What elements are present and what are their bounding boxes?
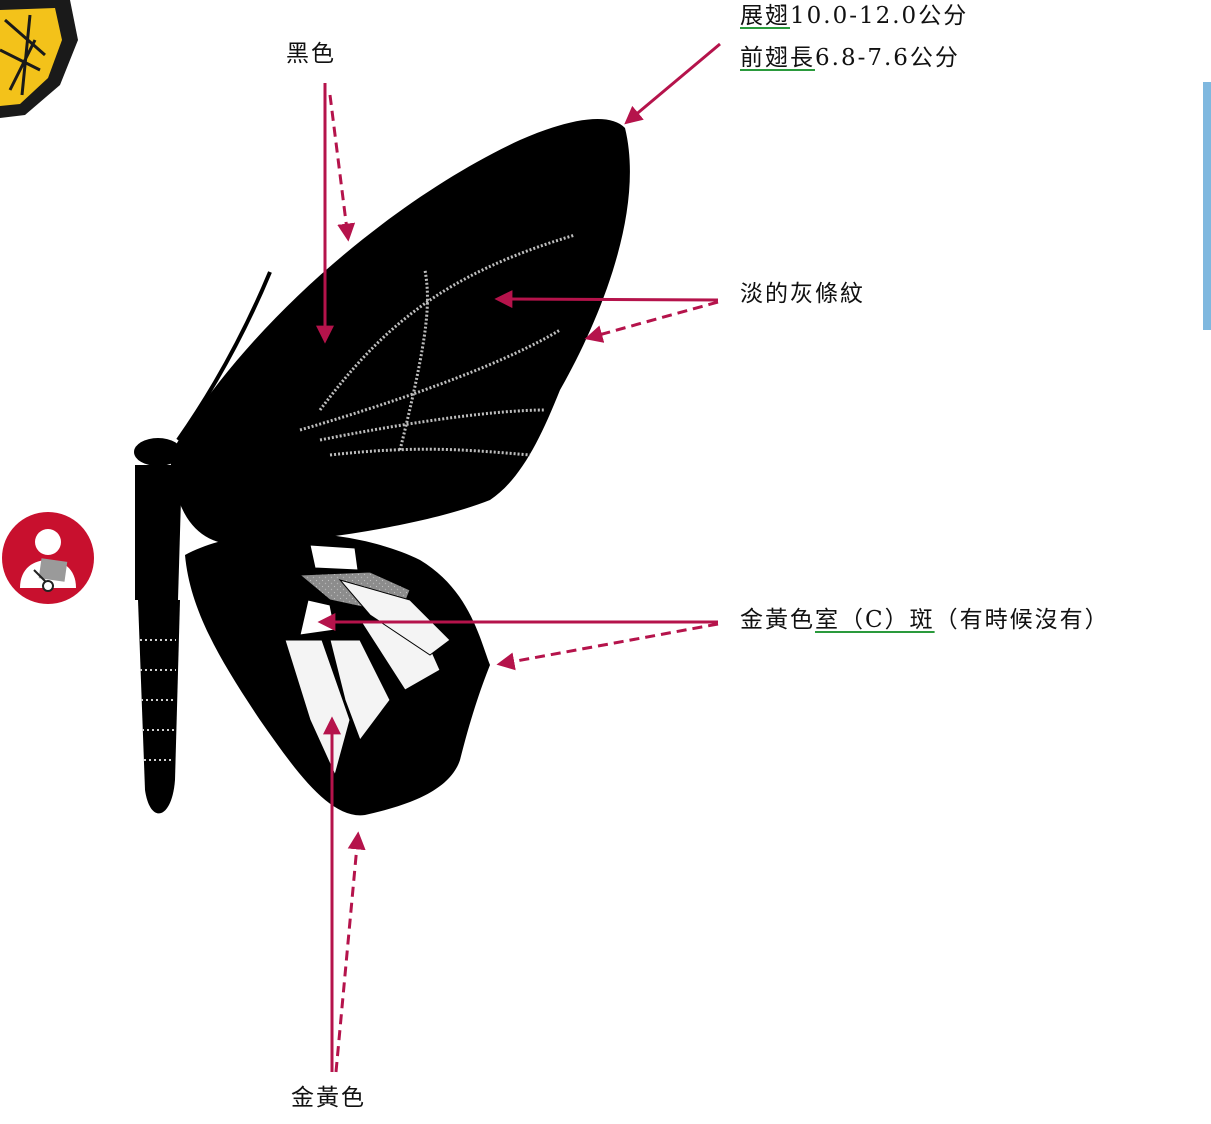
label-golden: 金黃色 [291, 1085, 366, 1111]
butterfly-body [134, 438, 182, 814]
arrow-stripes-dashed [584, 300, 719, 343]
butterfly-wing-corner-icon [0, 0, 78, 118]
accent-tab [1203, 82, 1211, 330]
forewing-value: 6.8-7.6公分 [815, 45, 960, 71]
arrow-stripes-solid [494, 290, 719, 309]
antenna [176, 271, 272, 442]
label-gray-stripes: 淡的灰條紋 [740, 281, 865, 307]
forewing [170, 118, 630, 545]
gray-stripes [299, 233, 576, 457]
label-wingspan: 展翅10.0-12.0公分 [740, 2, 968, 31]
wingspan-term: 展翅 [740, 3, 790, 29]
arrow-golden-dashed [334, 831, 366, 1073]
label-forewing-length: 前翅長6.8-7.6公分 [740, 44, 960, 73]
label-black: 黑色 [286, 41, 336, 67]
forewing-term: 前翅長 [740, 45, 815, 71]
cell-spot-term: 室（C）斑 [815, 607, 935, 633]
cell-spot-prefix: 金黃色 [740, 607, 815, 633]
golden-spots [284, 544, 451, 777]
arrow-cellspot-dashed [496, 622, 719, 671]
label-cell-spot: 金黃色室（C）斑（有時候沒有） [740, 606, 1110, 635]
cell-spot-note: （有時候沒有） [934, 607, 1110, 633]
arrow-black-dashed [328, 94, 356, 242]
reader-badge-icon [2, 512, 94, 604]
arrow-wingspan [624, 42, 721, 125]
wingspan-value: 10.0-12.0公分 [790, 3, 969, 29]
